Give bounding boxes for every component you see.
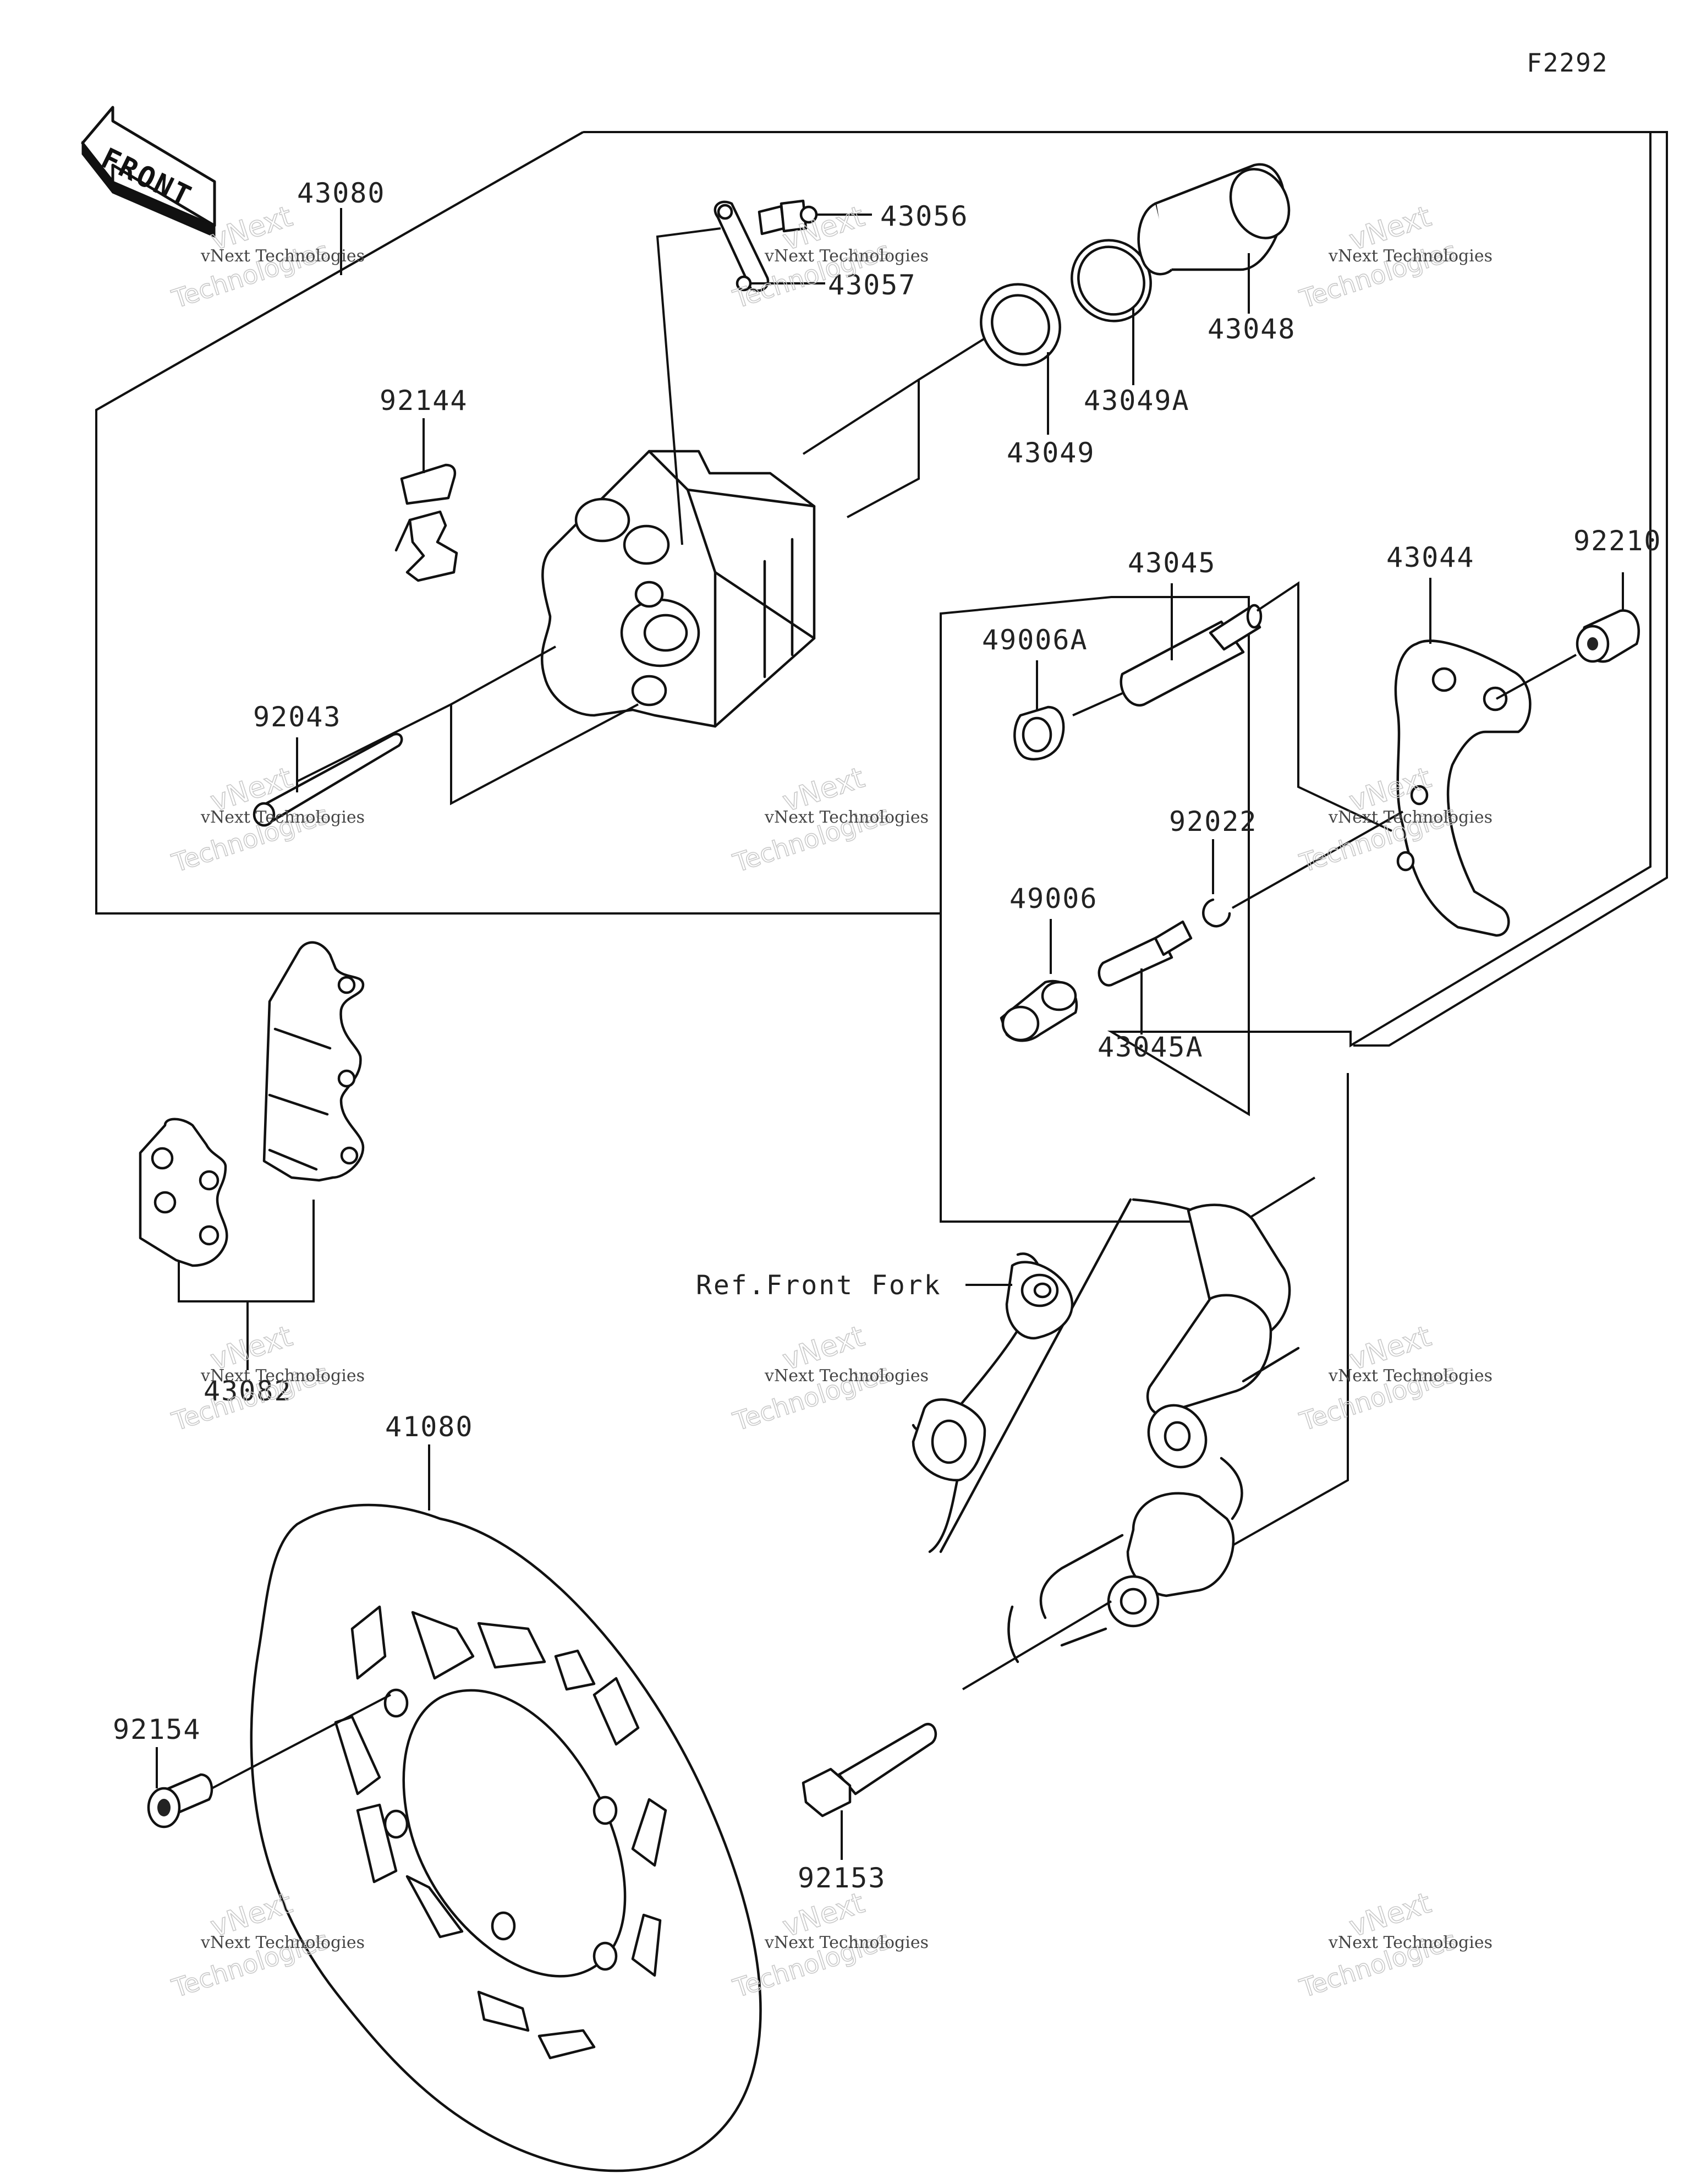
caliper-assembly-border bbox=[583, 131, 1668, 1047]
caliper-body bbox=[540, 450, 816, 728]
label-43056: 43056 bbox=[880, 200, 969, 232]
watermark-mid-right: vNext Technologies vNext Technologies bbox=[1296, 761, 1493, 879]
svg-text:vNext Technologies: vNext Technologies bbox=[200, 247, 365, 266]
label-43048: 43048 bbox=[1208, 313, 1296, 345]
circlip-link bbox=[1232, 811, 1403, 909]
svg-text:vNext Technologies: vNext Technologies bbox=[764, 808, 929, 827]
watermark-top-right: vNext Technologies vNext Technologies bbox=[1296, 200, 1493, 315]
piston-seal-43049 bbox=[980, 283, 1061, 366]
bolt-92153 bbox=[802, 1723, 937, 1818]
collar-92210 bbox=[1576, 609, 1640, 663]
svg-text:vNext Technologies: vNext Technologies bbox=[200, 1933, 365, 1952]
watermark-low-right: vNext Technologies vNext Technologies bbox=[1296, 1320, 1493, 1437]
pin-bracket-2 bbox=[451, 645, 556, 705]
pad-pin-92043 bbox=[253, 732, 403, 827]
svg-text:vNext Technologies: vNext Technologies bbox=[1328, 247, 1493, 266]
front-arrow-icon: FRONT bbox=[81, 106, 216, 238]
label-92022: 92022 bbox=[1169, 806, 1258, 838]
brake-pad-left bbox=[139, 1118, 228, 1267]
label-ref-front-fork: Ref.Front Fork bbox=[696, 1270, 942, 1301]
boot-49006 bbox=[1000, 979, 1078, 1042]
brake-pad-right bbox=[262, 941, 365, 1182]
bleed-strap bbox=[714, 200, 770, 292]
watermark-mid-center: vNext Technologies vNext Technologies bbox=[729, 761, 929, 879]
front-fork-reference bbox=[912, 1198, 1300, 1663]
diagram-code: F2292 bbox=[1527, 48, 1608, 78]
slide-pin-43045 bbox=[1120, 604, 1263, 707]
svg-text:vNext Technologies: vNext Technologies bbox=[1328, 808, 1493, 827]
label-43044: 43044 bbox=[1386, 541, 1475, 573]
svg-text:vNext Technologies: vNext Technologies bbox=[764, 1366, 929, 1386]
watermark-bottom-right: vNext Technologies vNext Technologies bbox=[1296, 1886, 1493, 2004]
boot-49006A bbox=[1013, 705, 1065, 761]
label-41080: 41080 bbox=[385, 1411, 474, 1443]
label-49006: 49006 bbox=[1009, 883, 1098, 915]
watermark-low-center: vNext Technologies vNext Technologies bbox=[729, 1320, 929, 1437]
label-43049A: 43049A bbox=[1084, 385, 1190, 417]
collar-link bbox=[1496, 654, 1577, 700]
label-49006A: 49006A bbox=[982, 624, 1088, 656]
svg-text:vNext Technologies: vNext Technologies bbox=[1328, 1933, 1493, 1952]
dust-seal-43049A bbox=[1071, 239, 1152, 322]
brake-disc-41080 bbox=[250, 1503, 762, 2172]
bleed-strap-leader bbox=[656, 227, 721, 545]
svg-text:vNext Technologies: vNext Technologies bbox=[764, 247, 929, 266]
label-92153: 92153 bbox=[798, 1862, 886, 1894]
circlip-92022 bbox=[1202, 898, 1231, 928]
label-43045: 43045 bbox=[1128, 547, 1216, 579]
svg-text:vNext Technologies: vNext Technologies bbox=[200, 1366, 365, 1386]
bracket-leader bbox=[1256, 581, 1392, 832]
disc-screw-link bbox=[211, 1694, 391, 1789]
svg-text:vNext Technologies: vNext Technologies bbox=[200, 808, 365, 827]
pad-spring-92144 bbox=[394, 463, 458, 582]
svg-text:vNext Technologies: vNext Technologies bbox=[764, 1933, 929, 1952]
screw-92154 bbox=[147, 1773, 213, 1829]
mounting-leader-line bbox=[1221, 1073, 1349, 1553]
pin-bracket bbox=[297, 702, 639, 806]
svg-text:vNext Technologies: vNext Technologies bbox=[1328, 1366, 1493, 1386]
watermark-bottom-center: vNext Technologies vNext Technologies bbox=[729, 1886, 929, 2004]
label-43045A: 43045A bbox=[1098, 1031, 1204, 1063]
label-92210: 92210 bbox=[1573, 525, 1662, 557]
caliper-bracket-43044 bbox=[1394, 639, 1532, 937]
slide-pin-43045A bbox=[1098, 920, 1193, 987]
bleed-valve bbox=[758, 199, 818, 236]
pad-set-bracket bbox=[178, 1200, 315, 1302]
label-92043: 92043 bbox=[253, 701, 342, 733]
label-43057: 43057 bbox=[828, 269, 917, 301]
p43045-link bbox=[1072, 692, 1123, 716]
piston-43048 bbox=[1137, 163, 1291, 276]
bolt-link bbox=[962, 1600, 1112, 1690]
label-92154: 92154 bbox=[113, 1714, 201, 1745]
watermark-low-left: vNext Technologies vNext Technologies bbox=[168, 1320, 365, 1437]
label-43080: 43080 bbox=[297, 177, 386, 209]
label-43049: 43049 bbox=[1007, 437, 1095, 469]
label-43082: 43082 bbox=[204, 1375, 292, 1407]
seal-bracket-2 bbox=[802, 379, 920, 455]
label-92144: 92144 bbox=[380, 385, 468, 417]
seal-bracket bbox=[847, 337, 986, 518]
